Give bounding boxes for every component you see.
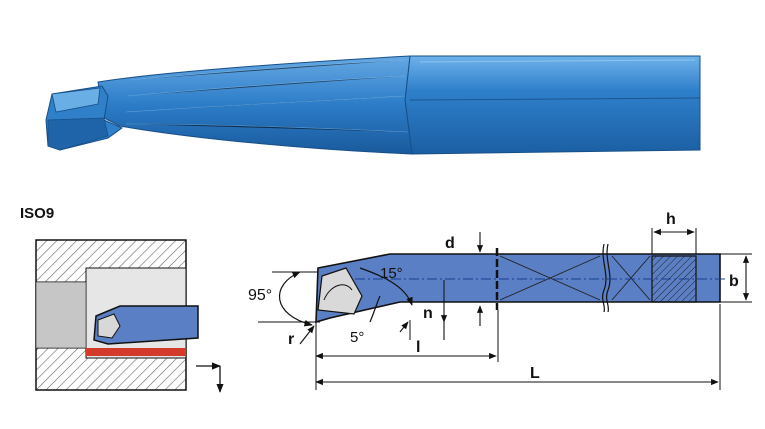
- label-r: r: [288, 331, 294, 348]
- label-h: h: [666, 211, 676, 228]
- bore-section-view: [35, 239, 224, 393]
- label-d: d: [445, 235, 455, 252]
- label-angle-5: 5°: [350, 329, 364, 346]
- label-angle-15: 15°: [380, 265, 403, 282]
- label-l: l: [416, 339, 420, 356]
- label-b: b: [729, 273, 739, 290]
- rake-face: [317, 267, 363, 315]
- label-L: L: [530, 365, 540, 382]
- tool-3d-render: [45, 55, 701, 155]
- standard-label: ISO9: [20, 205, 55, 222]
- label-angle-95: 95°: [248, 287, 272, 304]
- shank-body: [404, 55, 701, 155]
- label-n: n: [423, 305, 433, 322]
- cut-chip: [86, 348, 186, 356]
- section-tool: [93, 305, 199, 345]
- tool-side-view: d h b n r l L 95° 15° 5°: [248, 211, 752, 390]
